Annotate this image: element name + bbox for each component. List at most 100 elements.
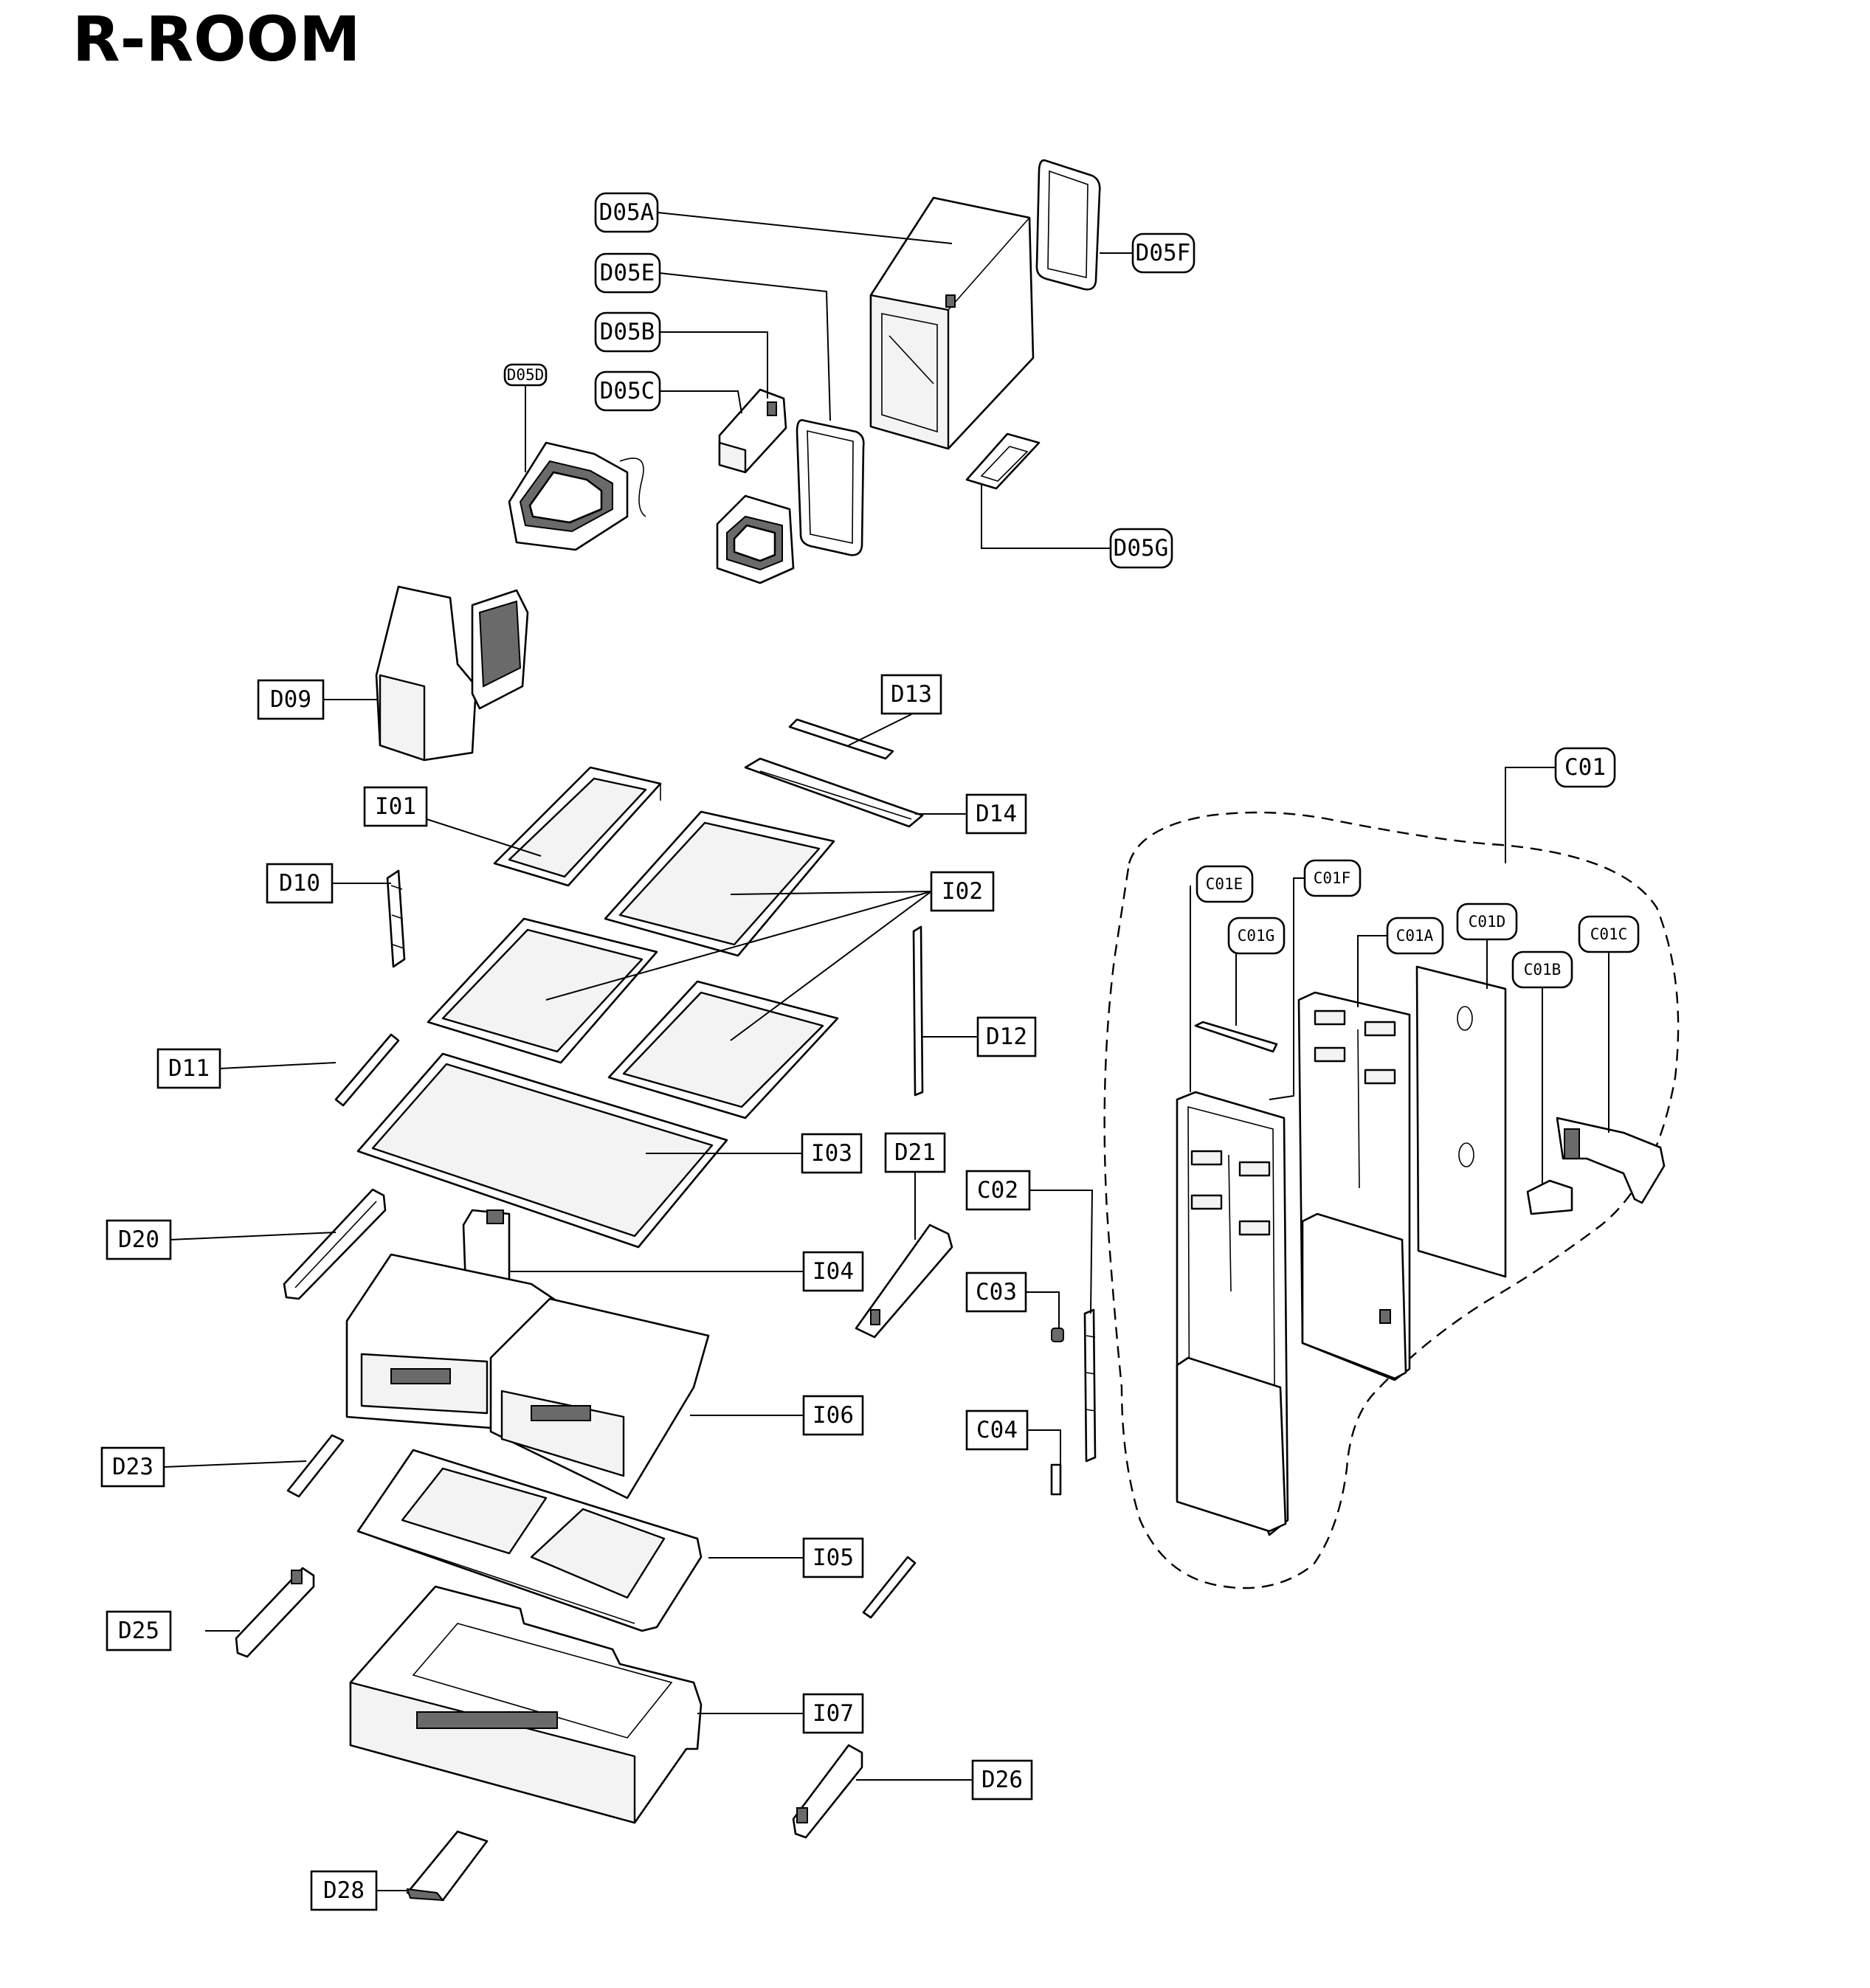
callout-d10: D10 [266,863,334,904]
callout-label: D13 [891,681,932,708]
callout-d23: D23 [100,1446,165,1488]
callout-c03: C03 [965,1271,1027,1313]
callout-c01f: C01F [1303,859,1362,897]
ice-dispenser-unit-drawing [375,585,529,762]
callout-i02: I02 [930,871,995,912]
callout-d09: D09 [257,679,325,720]
callout-label: I01 [375,793,416,820]
callout-label: C03 [976,1279,1017,1305]
drawer-rail-small-drawing [862,1556,917,1619]
callout-label: D05E [600,260,655,286]
callout-label: D05G [1114,535,1169,562]
callout-c01g: C01G [1227,917,1286,955]
ice-maker-drawing [508,441,646,551]
callout-i05: I05 [802,1537,864,1578]
drawer-rail-left-drawing [283,1188,387,1300]
door-assembly-outline [1103,811,1680,1590]
callout-d26: D26 [971,1759,1033,1801]
crisper-drawers-drawing [345,1253,710,1499]
page-title: R-ROOM [72,3,361,75]
ice-gasket-drawing [796,419,865,556]
callout-d20: D20 [106,1219,172,1260]
callout-label: C01C [1590,925,1628,943]
callout-label: D05D [507,366,545,384]
callout-label: I03 [811,1140,852,1167]
callout-label: D14 [976,801,1017,827]
door-bracket-drawing [1556,1116,1666,1204]
callout-label: D11 [168,1055,210,1082]
shelf-rail-left-drawing [386,869,406,968]
callout-c01e: C01E [1196,865,1254,903]
callout-label: D21 [894,1139,936,1166]
callout-label: C01E [1206,875,1243,893]
callout-d13: D13 [880,674,942,715]
callout-c02: C02 [965,1170,1031,1211]
ice-crusher-drawing [716,494,795,584]
door-insulator-drawing [1526,1179,1573,1215]
callout-label: C02 [977,1177,1018,1204]
callout-label: D05C [600,378,655,404]
callout-d21: D21 [884,1132,946,1173]
door-liner-right-drawing [1297,991,1411,1381]
door-panel-drawing [1415,965,1507,1278]
callout-i06: I06 [802,1395,864,1436]
callout-c01a: C01A [1386,917,1444,955]
callout-d28: D28 [310,1870,378,1911]
callout-label: C01D [1469,913,1506,931]
shelf-support-drawing [334,1033,400,1107]
callout-i04: I04 [802,1251,864,1292]
glass-shelf-small-drawing [493,766,662,887]
callout-label: C01F [1314,869,1351,887]
callout-label: C01A [1396,927,1434,945]
callout-c01: C01 [1554,747,1616,788]
callout-c01c: C01C [1578,915,1640,953]
callout-i07: I07 [802,1693,864,1734]
shelf-trim-drawing [788,718,894,760]
door-liner-left-drawing [1176,1091,1289,1536]
callout-label: D05A [599,199,655,226]
door-gasket-drawing [1035,159,1101,291]
ice-bin-housing-drawing [869,196,1035,450]
callout-label: D05F [1136,240,1191,266]
hinge-pin-drawing [1051,1328,1064,1342]
door-stopper-drawing [1050,1463,1062,1496]
drawer-cover-drawing [406,1830,489,1902]
callout-label: D09 [270,686,311,713]
callout-label: D12 [986,1024,1027,1050]
callout-i03: I03 [801,1133,863,1174]
hinge-cover-drawing [1083,1308,1097,1463]
callout-label: I06 [812,1402,854,1429]
callout-label: D28 [323,1877,365,1904]
callout-d05e: D05E [594,252,661,294]
drawer-rail-right-drawing [855,1223,953,1339]
drawer-frame-drawing [356,1449,703,1632]
callout-d12: D12 [976,1016,1037,1057]
callout-label: I05 [812,1545,854,1571]
callout-d05g: D05G [1109,528,1173,569]
callout-d25: D25 [106,1610,172,1652]
glass-shelf-drawing [427,917,658,1064]
callout-label: D26 [981,1767,1023,1793]
callout-d05c: D05C [594,370,661,412]
ice-plate-drawing [965,432,1041,490]
callout-label: C01 [1564,754,1606,781]
callout-label: C04 [976,1417,1018,1443]
callout-label: C01B [1524,961,1562,979]
callout-d14: D14 [965,793,1027,835]
callout-label: C01G [1238,927,1275,945]
lower-rail-right-drawing [792,1744,863,1839]
callout-label: I04 [812,1258,854,1285]
callout-c01d: C01D [1456,902,1518,941]
crisper-cover-drawing [356,1052,728,1249]
glass-shelf-drawing [607,980,839,1119]
freezer-drawer-drawing [349,1585,703,1824]
callout-label: I02 [942,878,983,905]
callout-c04: C04 [965,1409,1029,1451]
callout-d05a: D05A [594,192,659,233]
callout-label: D23 [112,1454,153,1480]
callout-d11: D11 [156,1048,221,1089]
drawer-support-drawing [286,1434,345,1498]
callout-label: D10 [279,870,320,897]
callout-d05b: D05B [594,311,661,353]
